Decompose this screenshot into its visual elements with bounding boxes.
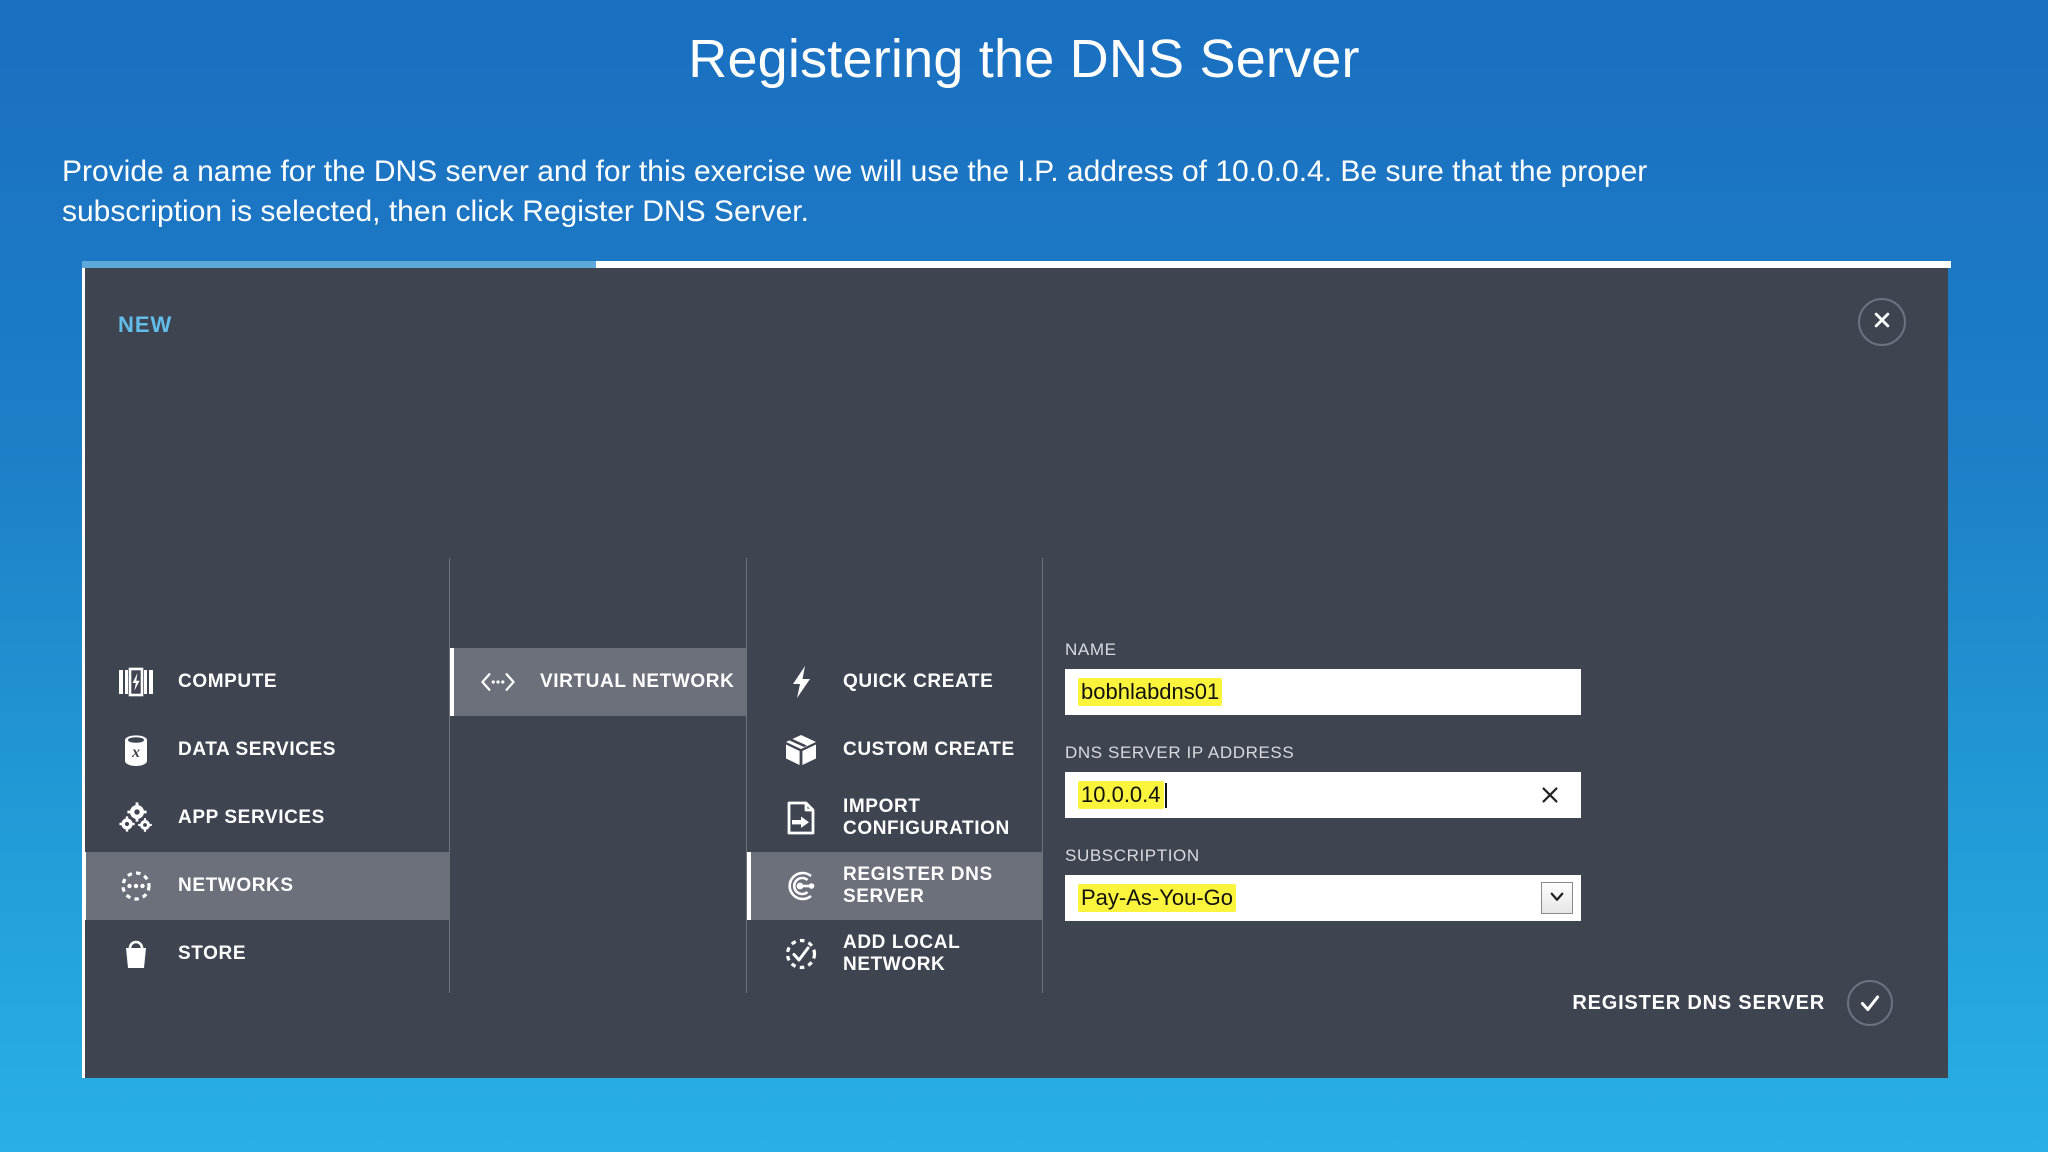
virtual-network-icon bbox=[472, 659, 524, 705]
import-file-icon bbox=[775, 795, 827, 841]
sidebar-item-data-services[interactable]: x DATA SERVICES bbox=[85, 716, 450, 784]
dns-ip-input-value: 10.0.0.4 bbox=[1078, 781, 1164, 809]
subscription-dropdown-button[interactable] bbox=[1541, 882, 1573, 914]
sidebar-item-label: APP SERVICES bbox=[178, 807, 325, 828]
sidebar-item-label: DATA SERVICES bbox=[178, 739, 337, 760]
dns-ip-field-label: DNS SERVER IP ADDRESS bbox=[1065, 743, 1295, 762]
name-input[interactable]: bobhlabdns01 bbox=[1065, 669, 1581, 715]
action-item-label: QUICK CREATE bbox=[843, 671, 994, 692]
lightning-icon bbox=[775, 659, 827, 705]
action-item-add-local-network[interactable]: ADD LOCAL NETWORK bbox=[747, 920, 1043, 988]
service-item-label: VIRTUAL NETWORK bbox=[540, 671, 735, 692]
text-cursor bbox=[1164, 782, 1167, 808]
dns-ip-input[interactable]: 10.0.0.4 bbox=[1065, 772, 1581, 818]
page-title: Registering the DNS Server bbox=[688, 29, 1360, 89]
sidebar-item-label: COMPUTE bbox=[178, 671, 278, 692]
clear-field-button[interactable] bbox=[1539, 784, 1561, 806]
box-icon bbox=[775, 727, 827, 773]
service-item-virtual-network[interactable]: VIRTUAL NETWORK bbox=[450, 648, 747, 716]
close-button[interactable] bbox=[1858, 298, 1906, 346]
store-icon bbox=[110, 931, 162, 977]
app-services-icon bbox=[110, 795, 162, 841]
action-item-register-dns-server[interactable]: REGISTER DNS SERVER bbox=[747, 852, 1043, 920]
chevron-down-icon bbox=[1548, 887, 1566, 910]
check-dashed-circle-icon bbox=[775, 931, 827, 977]
sidebar-item-networks[interactable]: NETWORKS bbox=[82, 852, 450, 920]
action-item-label: IMPORT CONFIGURATION bbox=[843, 796, 1010, 839]
sidebar-item-app-services[interactable]: APP SERVICES bbox=[85, 784, 450, 852]
dialog-title-new: NEW bbox=[118, 312, 173, 337]
action-item-label: ADD LOCAL NETWORK bbox=[843, 932, 960, 975]
column-divider bbox=[449, 558, 450, 993]
action-item-custom-create[interactable]: CUSTOM CREATE bbox=[747, 716, 1043, 784]
accent-bar-progress bbox=[82, 261, 596, 268]
name-field-group: NAME bobhlabdns01 bbox=[1065, 640, 1585, 715]
sidebar-item-store[interactable]: STORE bbox=[85, 920, 450, 988]
column-divider bbox=[746, 558, 747, 993]
svg-text:x: x bbox=[131, 744, 140, 761]
sidebar-item-label: STORE bbox=[178, 943, 247, 964]
name-field-label: NAME bbox=[1065, 640, 1117, 659]
action-item-quick-create[interactable]: QUICK CREATE bbox=[747, 648, 1043, 716]
subscription-field-group: SUBSCRIPTION Pay-As-You-Go bbox=[1065, 846, 1585, 921]
subscription-select[interactable]: Pay-As-You-Go bbox=[1065, 875, 1581, 921]
action-item-import-configuration[interactable]: IMPORT CONFIGURATION bbox=[747, 784, 1043, 852]
subscription-selected-value: Pay-As-You-Go bbox=[1078, 884, 1237, 912]
networks-icon bbox=[110, 863, 162, 909]
action-item-label: CUSTOM CREATE bbox=[843, 739, 1015, 760]
azure-portal-dialog: NEW COMPUTE bbox=[82, 261, 1951, 1078]
compute-icon bbox=[110, 659, 162, 705]
subscription-field-label: SUBSCRIPTION bbox=[1065, 846, 1200, 865]
close-icon bbox=[1872, 310, 1892, 335]
data-services-icon: x bbox=[110, 727, 162, 773]
action-item-label: REGISTER DNS SERVER bbox=[843, 864, 993, 907]
name-input-value: bobhlabdns01 bbox=[1078, 678, 1223, 706]
dns-ip-field-group: DNS SERVER IP ADDRESS 10.0.0.4 bbox=[1065, 743, 1585, 818]
check-icon bbox=[1847, 980, 1893, 1026]
accent-bar-remainder bbox=[595, 261, 1951, 268]
register-dns-icon bbox=[775, 863, 827, 909]
sidebar-item-label: NETWORKS bbox=[178, 875, 294, 896]
register-dns-server-button[interactable]: REGISTER DNS SERVER bbox=[1572, 980, 1893, 1026]
dialog-accent-bar bbox=[82, 261, 1951, 268]
sidebar-item-compute[interactable]: COMPUTE bbox=[85, 648, 450, 716]
register-dns-server-label: REGISTER DNS SERVER bbox=[1572, 991, 1825, 1014]
column-divider bbox=[1042, 558, 1043, 993]
page-description: Provide a name for the DNS server and fo… bbox=[62, 155, 1648, 228]
